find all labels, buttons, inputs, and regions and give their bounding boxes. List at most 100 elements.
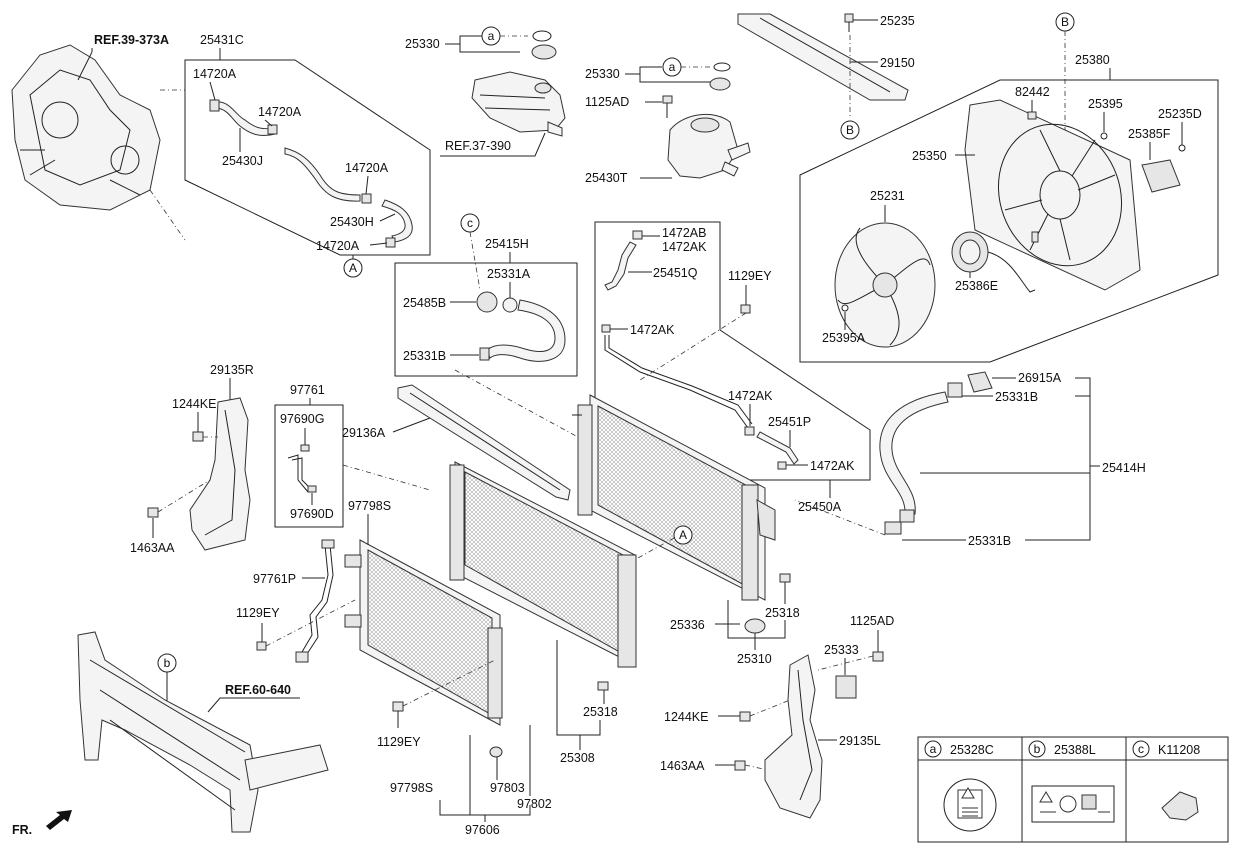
callout-A-text-2: A bbox=[679, 528, 687, 542]
part-1463aa-label-1: 1463AA bbox=[130, 541, 175, 555]
hose-25430j-part bbox=[209, 99, 413, 248]
legend-callout-b-text: b bbox=[1034, 742, 1041, 756]
part-97798s-label-2: 97798S bbox=[390, 781, 433, 795]
part-14720a-label-2: 14720A bbox=[258, 105, 302, 119]
legend-callout-circle-b bbox=[1028, 740, 1046, 758]
part-25451q-label: 25451Q bbox=[653, 266, 698, 280]
pipe-25451p-part bbox=[756, 431, 799, 465]
part-1129ey-label-2: 1129EY bbox=[236, 606, 280, 620]
part-25385f-label: 25385F bbox=[1128, 127, 1171, 141]
side-guard-29135l-part bbox=[764, 654, 823, 819]
part-25318-label-1: 25318 bbox=[765, 606, 800, 620]
reservoir-tank-2-part bbox=[667, 113, 751, 179]
air-guard-29136a-part bbox=[397, 384, 571, 501]
front-carrier-part bbox=[77, 631, 329, 833]
part-82442-label: 82442 bbox=[1015, 85, 1050, 99]
part-25330-label-1: 25330 bbox=[405, 37, 440, 51]
legend-code-b: 25388L bbox=[1054, 743, 1096, 757]
part-25414h-label: 25414H bbox=[1102, 461, 1146, 475]
part-1244ke-label-1: 1244KE bbox=[172, 397, 216, 411]
bracket-29150-part bbox=[737, 13, 909, 101]
part-1129ey-label-3: 1129EY bbox=[377, 735, 421, 749]
part-97761-label: 97761 bbox=[290, 383, 325, 397]
radiator-25310-part bbox=[577, 394, 776, 601]
part-25318-label-2: 25318 bbox=[583, 705, 618, 719]
part-25415h-label: 25415H bbox=[485, 237, 529, 251]
part-25450a-label: 25450A bbox=[798, 500, 842, 514]
part-25395-label: 25395 bbox=[1088, 97, 1123, 111]
upper-hose-25415h-part bbox=[476, 291, 566, 362]
part-25350-label: 25350 bbox=[912, 149, 947, 163]
legend-callout-c-text: c bbox=[1138, 742, 1144, 756]
part-1125ad-label-1: 1125AD bbox=[585, 95, 629, 109]
part-97798s-label-1: 97798S bbox=[348, 499, 391, 513]
part-29135r-label: 29135R bbox=[210, 363, 254, 377]
part-1472ak-label-3: 1472AK bbox=[728, 389, 773, 403]
callout-circle-A-2 bbox=[673, 525, 693, 545]
legend-table bbox=[917, 736, 1229, 843]
callout-circle-B-1 bbox=[840, 120, 860, 140]
part-25395a-label: 25395A bbox=[822, 331, 866, 345]
part-25235-label: 25235 bbox=[880, 14, 915, 28]
part-25235d-label: 25235D bbox=[1158, 107, 1202, 121]
part-14720a-label-3: 14720A bbox=[345, 161, 389, 175]
part-1463aa-label-2: 1463AA bbox=[660, 759, 705, 773]
reservoir-tank-1-part bbox=[471, 44, 566, 137]
part-1472ak-label-4: 1472AK bbox=[810, 459, 855, 473]
condenser-97606-part bbox=[344, 539, 503, 726]
part-1129ey-label-1: 1129EY bbox=[728, 269, 772, 283]
part-1472ak-label-1: 1472AK bbox=[662, 240, 707, 254]
ref-37-390-label: REF.37-390 bbox=[445, 139, 511, 153]
radiator-25308-part bbox=[449, 461, 637, 668]
ref-60-640-label: REF.60-640 bbox=[225, 683, 291, 697]
callout-c-text-1: c bbox=[467, 216, 473, 230]
callout-B-text-1: B bbox=[846, 123, 854, 137]
upper-hose-box bbox=[394, 262, 578, 377]
part-25308-label: 25308 bbox=[560, 751, 595, 765]
part-1472ak-label-2: 1472AK bbox=[630, 323, 675, 337]
part-25451p-label: 25451P bbox=[768, 415, 811, 429]
caution-label-25328c-icon bbox=[943, 778, 997, 832]
part-1472ab-label: 1472AB bbox=[662, 226, 706, 240]
part-25431c-label: 25431C bbox=[200, 33, 244, 47]
part-25331b-label-2: 25331B bbox=[995, 390, 1038, 404]
hose-kit-box bbox=[184, 59, 431, 256]
part-97802-label: 97802 bbox=[517, 797, 552, 811]
part-25331b-label-1: 25331B bbox=[403, 349, 446, 363]
part-97690g-label: 97690G bbox=[280, 412, 324, 426]
front-arrow-icon bbox=[46, 810, 72, 830]
part-14720a-label-1: 14720A bbox=[193, 67, 237, 81]
part-25485b-label: 25485B bbox=[403, 296, 446, 310]
callout-B-text-2: B bbox=[1061, 15, 1069, 29]
part-25386e-label: 25386E bbox=[955, 279, 998, 293]
ac-pipe-97761p-part bbox=[295, 539, 335, 663]
fan-shroud-part bbox=[964, 99, 1141, 291]
part-25331b-label-3: 25331B bbox=[968, 534, 1011, 548]
sensor-kit-box bbox=[274, 404, 344, 528]
part-1125ad-label-2: 1125AD bbox=[850, 614, 894, 628]
part-97606-label: 97606 bbox=[465, 823, 500, 837]
legend-code-c: K11208 bbox=[1158, 743, 1200, 757]
part-14720a-label-4: 14720A bbox=[316, 239, 360, 253]
part-97761p-label: 97761P bbox=[253, 572, 296, 586]
sensor-97690-part bbox=[287, 444, 317, 493]
part-26915a-label: 26915A bbox=[1018, 371, 1062, 385]
fan-controller-25385f-part bbox=[1141, 159, 1181, 193]
part-29150-label: 29150 bbox=[880, 56, 915, 70]
part-25430h-label: 25430H bbox=[330, 215, 374, 229]
part-97803-label: 97803 bbox=[490, 781, 525, 795]
part-29136a-label: 29136A bbox=[342, 426, 386, 440]
legend-callout-circle-a bbox=[924, 740, 942, 758]
fan-assembly-box bbox=[799, 79, 1219, 363]
part-25331a-label: 25331A bbox=[487, 267, 531, 281]
callout-a-text-1: a bbox=[488, 29, 495, 43]
callout-b-text-1: b bbox=[164, 656, 171, 670]
warning-label-25388l-icon bbox=[1031, 785, 1115, 823]
pipe-25451q-part bbox=[604, 241, 753, 429]
legend-callout-circle-c bbox=[1132, 740, 1150, 758]
part-25336-label: 25336 bbox=[670, 618, 705, 632]
part-25333-label: 25333 bbox=[824, 643, 859, 657]
part-25330-label-2: 25330 bbox=[585, 67, 620, 81]
part-25310-label: 25310 bbox=[737, 652, 772, 666]
